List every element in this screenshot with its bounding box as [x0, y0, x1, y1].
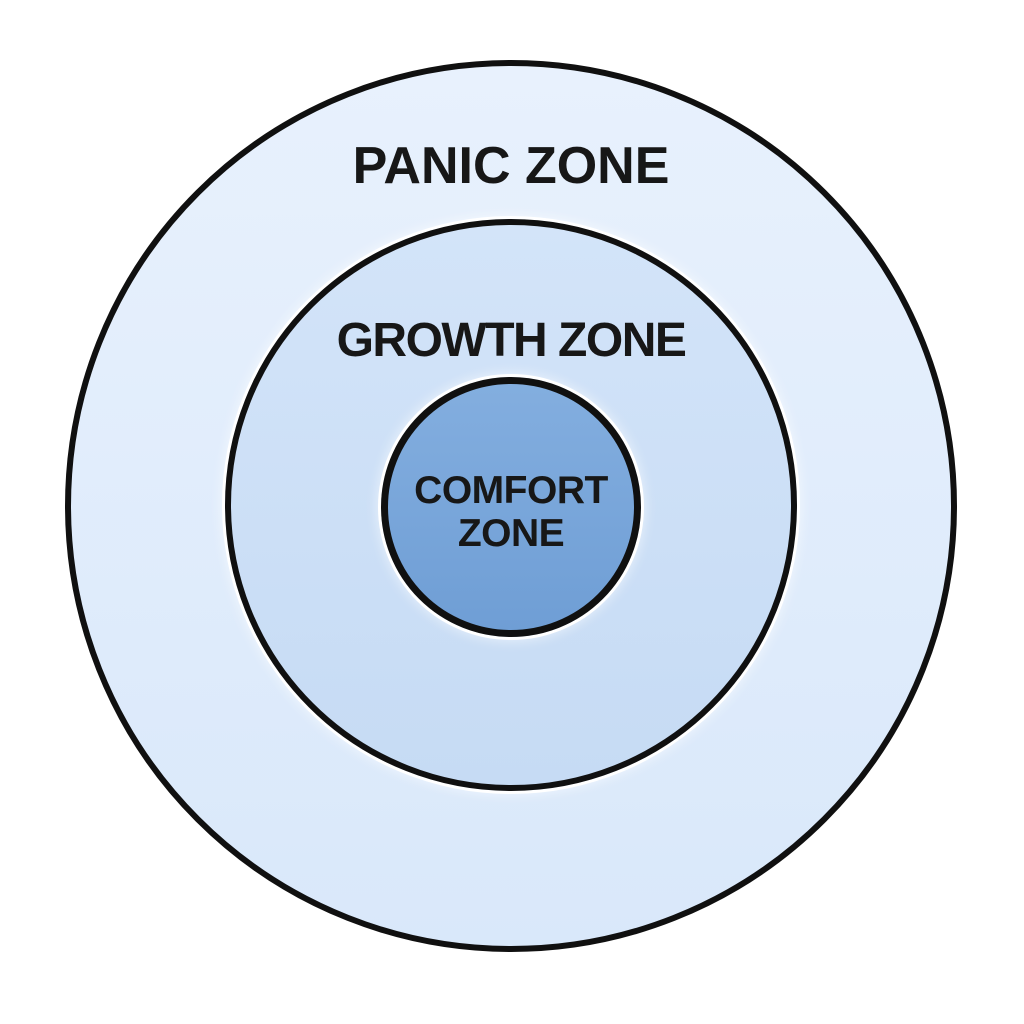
growth-zone-label: GROWTH ZONE — [336, 314, 687, 367]
comfort-zone-label-line1: COMFORT — [414, 469, 608, 512]
comfort-zone-circle — [381, 377, 641, 637]
panic-zone-label: PANIC ZONE — [352, 137, 670, 195]
comfort-zone-label-line2: ZONE — [457, 512, 565, 555]
comfort-zone-label: COMFORT ZONE — [0, 469, 1022, 555]
